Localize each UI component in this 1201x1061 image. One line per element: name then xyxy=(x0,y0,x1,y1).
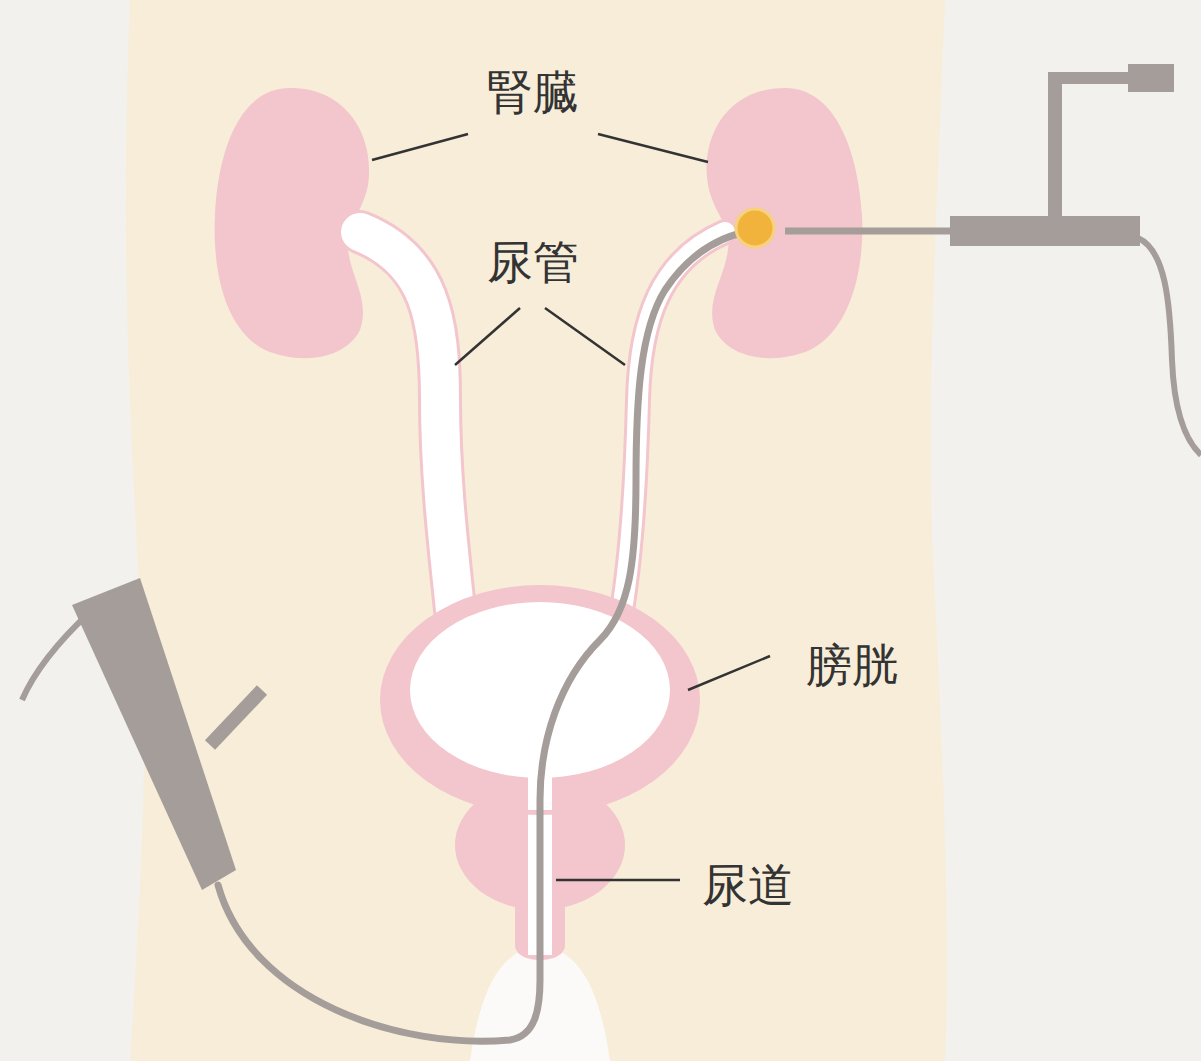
part-label: 腎臓 xyxy=(483,67,583,118)
leader-line xyxy=(455,308,520,365)
bladder-lumen xyxy=(410,602,670,778)
leader-line xyxy=(556,879,680,882)
left-ureter-edge xyxy=(360,232,455,610)
scope-lever xyxy=(210,690,262,745)
laser-knob xyxy=(1128,64,1174,92)
part-label: 尿道 xyxy=(698,860,798,911)
laser-fiber xyxy=(785,228,955,235)
scope-cable xyxy=(22,612,90,700)
part-label: 尿管 xyxy=(483,237,583,288)
left-ureter xyxy=(360,232,455,610)
leader-line xyxy=(372,134,468,160)
part-label: 膀胱 xyxy=(802,640,902,691)
leader-line xyxy=(598,134,708,162)
laser-body xyxy=(950,216,1140,246)
leader-line xyxy=(545,308,625,365)
torso xyxy=(126,0,947,1061)
leader-line xyxy=(688,656,770,690)
laser-post xyxy=(1048,72,1062,218)
kidney-stone xyxy=(736,209,774,247)
scope-shaft xyxy=(218,232,745,1041)
laser-cable xyxy=(1138,238,1201,455)
